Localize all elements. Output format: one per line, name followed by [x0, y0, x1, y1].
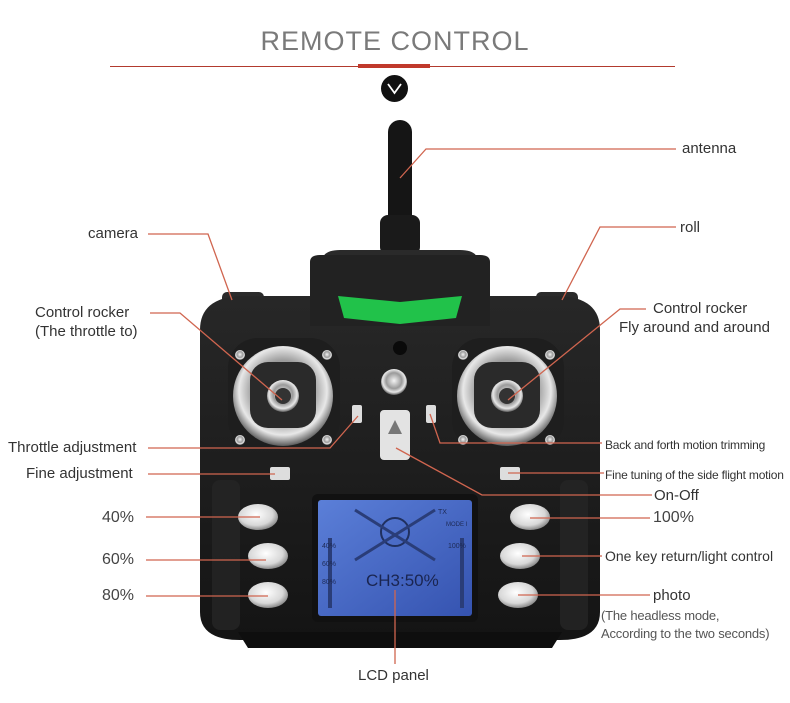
throttle-trim-switch [352, 405, 362, 423]
power-switch [380, 410, 410, 460]
label-80-percent: 80% [102, 587, 135, 604]
leader-lines [146, 148, 676, 664]
label-40-percent: 40% [102, 509, 135, 526]
label-photo-note-1: (The headless mode, [601, 608, 720, 623]
lcd-main-readout: CH3:50% [366, 571, 439, 590]
label-fine-adjustment: Fine adjustment [26, 465, 133, 482]
lcd-tx: TX [438, 509, 447, 516]
power-switch-arrow [388, 420, 402, 434]
return-light-button [500, 543, 540, 569]
page-title: REMOTE CONTROL [260, 26, 530, 56]
lcd-panel: 40% 60% 80% 100% TX MODE I CH3:50% [312, 494, 478, 622]
label-60-percent: 60% [102, 551, 135, 568]
fine-adjust-switch [270, 467, 290, 480]
label-right-rocker-note: Fly around and around [619, 319, 770, 336]
button-100-percent [510, 504, 550, 530]
label-on-off: On-Off [654, 487, 699, 504]
lcd-row-100: 100% [448, 543, 466, 550]
center-knob [381, 369, 407, 395]
lcd-row-40: 40% [322, 543, 336, 550]
label-throttle-adjustment: Throttle adjustment [8, 439, 137, 456]
label-lcd-panel: LCD panel [358, 667, 429, 684]
pitch-trim-switch [426, 405, 436, 423]
label-left-rocker: Control rocker [35, 304, 130, 321]
label-photo: photo [653, 587, 691, 604]
speaker-hole [393, 341, 407, 355]
lcd-mode: MODE I [446, 522, 468, 528]
label-side-fine-tune: Fine tuning of the side flight motion [605, 468, 784, 482]
label-photo-note-2: According to the two seconds) [601, 626, 770, 641]
lcd-drone-icon [380, 517, 410, 547]
lcd-row-80: 80% [322, 579, 336, 586]
label-back-forth-trim: Back and forth motion trimming [605, 438, 766, 452]
label-roll: roll [680, 219, 701, 236]
label-antenna: antenna [682, 140, 737, 157]
label-right-rocker: Control rocker [653, 300, 748, 317]
label-camera: camera [88, 225, 139, 242]
label-return-light: One key return/light control [605, 548, 774, 564]
label-100-percent: 100% [653, 509, 694, 526]
button-80-percent [248, 582, 288, 608]
left-control-rocker [228, 338, 340, 450]
right-control-rocker [452, 338, 564, 450]
status-led-bar [338, 296, 462, 324]
button-60-percent [248, 543, 288, 569]
label-left-rocker-note: (The throttle to) [35, 323, 138, 340]
title-accent-bar [358, 64, 430, 68]
chevron-down-icon [381, 75, 408, 102]
antenna [380, 120, 420, 255]
lcd-row-60: 60% [322, 561, 336, 568]
